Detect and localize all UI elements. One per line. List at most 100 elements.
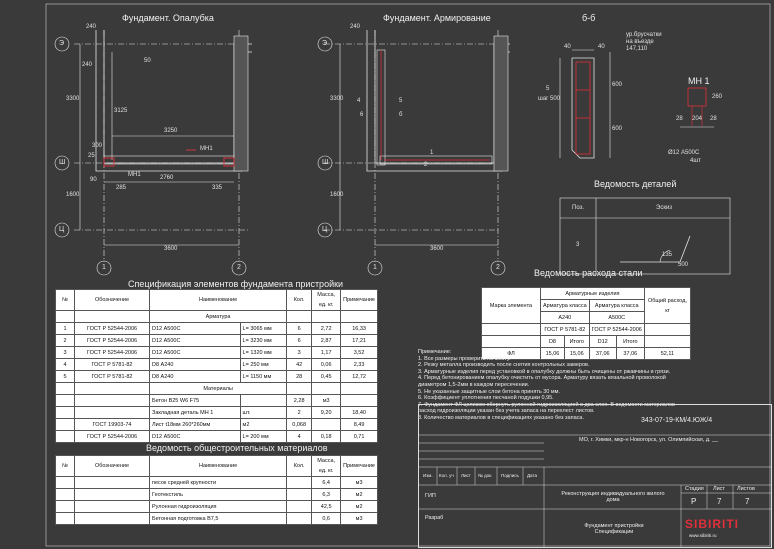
pos-5-b: 5: [399, 98, 403, 104]
drawing-code: 343-07-19-КМ/4.ЮЖ/4: [641, 417, 713, 424]
dim-25: 25: [88, 153, 95, 159]
steel-table: Марка элемента Арматурные изделия Общий …: [481, 287, 692, 360]
note-line: расход гидроизоляции указан без учета за…: [418, 408, 595, 415]
mat-h-name: Наименование: [148, 455, 288, 477]
dim-260: 260: [712, 94, 723, 100]
stamp-sheet: 7: [717, 497, 722, 506]
company-site: www.sibiriti.ru: [689, 533, 717, 538]
stamp-gip: ГИП: [425, 493, 436, 499]
steel-header-a500: Арматура класса: [588, 299, 645, 312]
dim-240-left: 240: [82, 62, 93, 68]
address: МО, г. Химки, мкр-н Новогорск, ул. Олимп…: [579, 437, 719, 443]
title-formwork: Фундамент. Опалубка: [122, 13, 214, 23]
dim-1600-a: 1600: [66, 192, 80, 198]
mat-h-qty: Кол.: [286, 455, 313, 477]
parts-dim-135: 135: [662, 252, 673, 258]
dim-300: 300: [92, 143, 103, 149]
dim-1600-b: 1600: [330, 192, 344, 198]
label-na-vezde: на въезде: [626, 39, 654, 45]
spec-h-name: Наименование: [148, 289, 288, 311]
mat-h-desig: Обозначение: [74, 455, 150, 477]
pos-5-s: 5: [546, 86, 550, 92]
steel-row-total: 52,11: [643, 347, 692, 360]
title-steel: Ведомость расхода стали: [534, 268, 643, 278]
axis-label-e-2: Э: [322, 40, 328, 47]
note-line: Примечание:: [418, 349, 452, 355]
axis-label-sh-2: Ш: [322, 159, 329, 166]
mat-h-no: №: [55, 455, 75, 477]
dim-40-b: 40: [598, 44, 605, 50]
label-mn1-b: МН1: [128, 172, 141, 178]
note-line: диаметром 1,5-2мм в каждом пересечении.: [418, 381, 530, 388]
dim-3300: 3300: [66, 96, 80, 102]
note-line: 8. Количество материалов в спецификациях…: [418, 414, 585, 421]
steel-itogo-2: Итого: [615, 335, 645, 348]
dim-3300-b: 3300: [330, 96, 344, 102]
stamp-col-sign: Подпись: [501, 473, 519, 478]
axis-label-2-a: 2: [237, 264, 241, 271]
pos-2-b: 2: [424, 162, 428, 168]
label-step: шаг 500: [538, 96, 561, 102]
pos-6-b: 6: [360, 112, 364, 118]
parts-row-pos: 3: [576, 242, 580, 248]
drawing-name: Фундамент пристройки Спецификации: [584, 523, 644, 535]
spec-h-desig: Обозначение: [74, 289, 150, 311]
title-section: б-б: [582, 13, 596, 23]
spec-sec-materials: Материалы: [148, 382, 288, 395]
dim-40-a: 40: [564, 44, 571, 50]
steel-d12: D12: [588, 335, 617, 348]
dim-3600-b: 3600: [430, 246, 444, 252]
parts-header-pos: Поз.: [572, 205, 584, 211]
note-line: 3. Арматурные изделия перед установкой в…: [418, 368, 671, 375]
title-spec: Спецификация элементов фундамента пристр…: [128, 279, 344, 289]
steel-row-item: ФЛ: [481, 347, 541, 360]
label-rod: Ø12 А500С: [668, 150, 700, 156]
steel-class-a240: А240: [540, 311, 590, 324]
steel-d8: D8: [540, 335, 565, 348]
dim-3125: 3125: [114, 108, 128, 114]
dim-90: 90: [90, 177, 97, 183]
stamp-sheets: 7: [745, 497, 750, 506]
title-reinforcement: Фундамент. Армирование: [383, 13, 491, 23]
label-mark: 147,110: [626, 46, 648, 52]
axis-label-e-1: Э: [59, 40, 65, 47]
note-line: 1. Все размеры проверить по месту.: [418, 355, 511, 362]
steel-header-item: Марка элемента: [481, 287, 541, 324]
note-line: 6. Коэффициент уплотнения песчаной подуш…: [418, 395, 554, 402]
axis-label-1-a: 1: [102, 264, 106, 271]
steel-row-d12: 37,06: [588, 347, 617, 360]
steel-gost-2: ГОСТ Р 52544-2006: [588, 323, 645, 336]
title-block: 343-07-19-КМ/4.ЮЖ/4 МО, г. Химки, мкр-н …: [418, 404, 772, 548]
steel-itogo-1: Итого: [563, 335, 590, 348]
dim-50: 50: [144, 58, 151, 64]
stamp-col-kol: Кол. уч: [439, 473, 454, 478]
dim-600-b: 600: [612, 126, 623, 132]
spec-h-note: Примечание: [340, 289, 378, 311]
steel-gost-1: ГОСТ Р 5781-82: [540, 323, 590, 336]
materials-table: № Обозначение Наименование Кол. Масса, е…: [55, 455, 378, 525]
dim-335: 335: [212, 185, 223, 191]
stamp-col-izm: Изм.: [423, 473, 433, 478]
spec-sec-armature: Арматура: [148, 310, 288, 323]
steel-header-group: Арматурные изделия: [540, 287, 645, 300]
label-brus: ур.брусчатки: [626, 32, 662, 38]
axis-label-1-b: 1: [373, 264, 377, 271]
title-block-grid: [419, 434, 771, 547]
mat-h-mass: Масса, ед. кг.: [311, 455, 342, 477]
steel-class-a500: А500С: [588, 311, 645, 324]
note-line: 5. Не указанные защитные слои бетона при…: [418, 388, 560, 395]
dim-240-top: 240: [86, 24, 97, 30]
axis-label-sh-1: Ш: [59, 159, 66, 166]
dim-204: 204: [692, 116, 703, 122]
